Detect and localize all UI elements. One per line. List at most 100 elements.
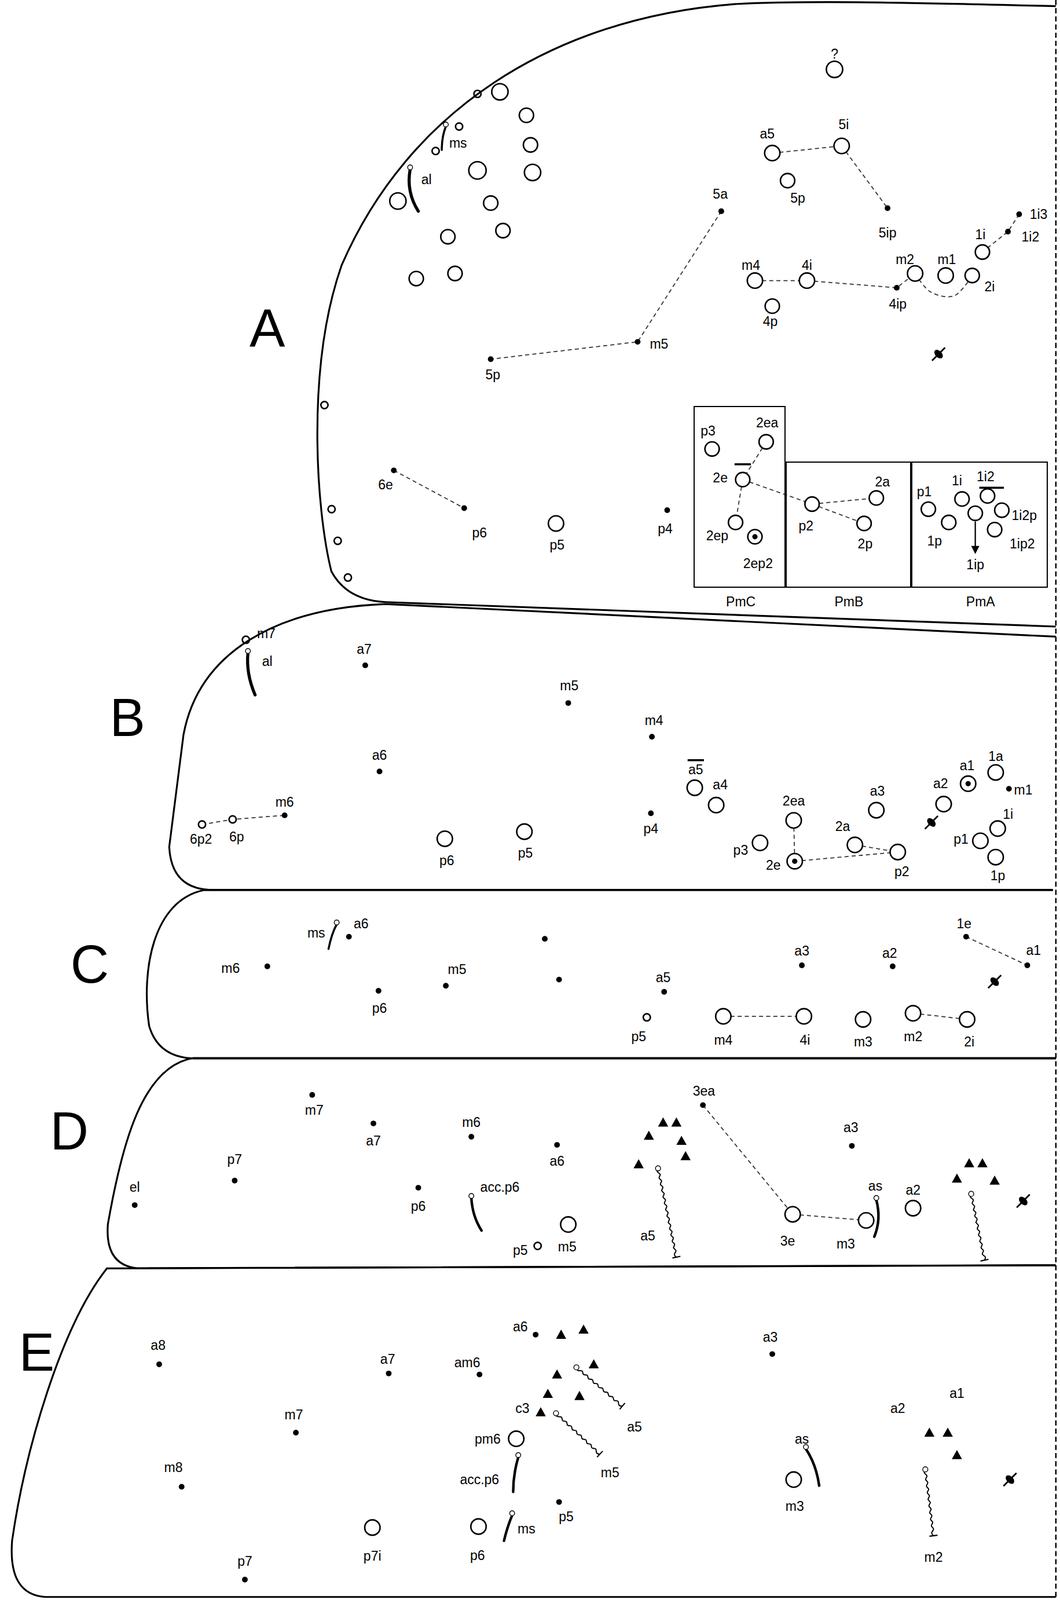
seta: [512, 1452, 521, 1492]
seta-label: 5a: [712, 186, 728, 201]
seta-link: [723, 1015, 804, 1017]
chaeta-triangle: [942, 1427, 953, 1437]
macroseta-socket: [780, 173, 795, 189]
segment-outline-path: [317, 2, 1056, 627]
seta-label: a1: [1025, 943, 1041, 957]
seta-label: a6: [372, 748, 388, 762]
seta-label: 1i3: [1029, 207, 1048, 222]
segment-outline: [40, 1053, 1057, 1271]
region-name: PmC: [725, 595, 756, 609]
segment-letter: B: [109, 690, 146, 744]
microseta: [231, 1177, 238, 1184]
segment-letter: A: [249, 301, 285, 355]
seta-base: [468, 1193, 474, 1198]
seta-label: p6: [439, 853, 455, 867]
sensillum-base: [655, 1165, 661, 1171]
microseta: [156, 1361, 163, 1367]
midline: [1055, 0, 1057, 1600]
seta-label: 1i2: [1021, 229, 1040, 244]
seta-shaft: [471, 1197, 482, 1231]
macroseta-socket: [834, 138, 850, 154]
chaeta-triangle: [633, 1158, 644, 1169]
seta-label: a1: [959, 758, 975, 772]
macroseta-socket: [989, 820, 1006, 836]
seta-base: [334, 919, 339, 925]
pseudopore-line: [932, 347, 945, 361]
seta-label: 2ea: [756, 415, 779, 429]
sensillum-shaft: [970, 1193, 986, 1261]
seta: [328, 919, 339, 949]
seta-label: 1p: [990, 868, 1006, 883]
segment-letter: E: [19, 1325, 55, 1379]
seta-label: p5: [512, 1242, 528, 1257]
macroseta-socket: [523, 137, 538, 153]
seta-label: p5: [631, 1029, 647, 1044]
microseta: [292, 1429, 299, 1436]
seta-label: 2ep: [706, 529, 729, 543]
seta-label: m3: [853, 1035, 873, 1049]
macroseta-socket: [455, 122, 463, 130]
sensillum-base: [553, 1410, 559, 1416]
seta-label: p3: [733, 842, 749, 857]
seta-label: p1: [953, 831, 969, 846]
seta-label: 2p: [857, 537, 874, 551]
microseta: [963, 933, 970, 940]
microseta: [556, 1498, 563, 1505]
microseta: [849, 1142, 856, 1149]
pseudopore: [984, 971, 1006, 992]
sensillum-base: [968, 1190, 974, 1197]
chaeta-triangle: [671, 1117, 682, 1127]
seta-label: p6: [470, 1548, 486, 1562]
seta-label: a8: [150, 1337, 166, 1352]
seta-label: a6: [512, 1319, 528, 1333]
seta-link: [812, 497, 877, 505]
microseta: [798, 962, 805, 968]
seta-label: ms: [449, 136, 468, 150]
chaeta-triangle: [588, 1358, 600, 1368]
seta-label: a2: [933, 776, 949, 791]
macroseta-socket: [470, 1518, 486, 1534]
sensillum: [968, 1190, 989, 1261]
pseudopore-line: [1016, 1194, 1030, 1208]
seta-link: [812, 503, 865, 523]
seta-label: pm6: [474, 1431, 501, 1445]
microseta: [565, 699, 572, 706]
chaeta-triangle: [535, 1406, 546, 1417]
macroseta-socket: [708, 797, 724, 813]
seta-label: 4i: [799, 1032, 810, 1047]
seta-label: a2: [905, 1182, 921, 1197]
seta-label: m4: [644, 713, 664, 728]
sensillum-shaft: [576, 1366, 623, 1406]
pseudopore-line: [1003, 1472, 1017, 1486]
seta-label: a7: [380, 1352, 396, 1366]
seta-label: al: [421, 173, 432, 187]
seta-shaft: [512, 1456, 519, 1492]
seta-label: m5: [558, 1240, 577, 1254]
seta-label: ?: [830, 47, 839, 61]
macroseta-socket: [735, 472, 751, 487]
seta-label: as: [868, 1178, 883, 1192]
microseta: [699, 1101, 706, 1108]
macroseta-socket: [752, 834, 768, 850]
pseudopore-body: [1017, 1194, 1029, 1207]
seta-label: am6: [454, 1355, 481, 1369]
microseta: [554, 1141, 560, 1148]
chaeta-triangle: [924, 1427, 935, 1437]
sensillum: [573, 1364, 625, 1410]
seta-label: a5: [759, 126, 775, 141]
seta-label: m2: [895, 252, 915, 266]
bar-mark: [734, 463, 751, 466]
microseta: [634, 338, 641, 345]
sensillum: [922, 1466, 938, 1536]
seta-label: a3: [794, 944, 810, 958]
macroseta-socket: [796, 1008, 812, 1024]
microseta: [718, 208, 725, 215]
segment-outline: [2, 1260, 1057, 1600]
microseta: [309, 1091, 315, 1098]
seta-label: m5: [600, 1465, 620, 1479]
sensillum-end: [619, 1402, 625, 1410]
seta-label: m6: [461, 1115, 481, 1129]
region-name: PmB: [834, 595, 864, 609]
chaeta-triangle: [989, 1175, 1000, 1185]
seta-label: 6p: [229, 830, 245, 844]
